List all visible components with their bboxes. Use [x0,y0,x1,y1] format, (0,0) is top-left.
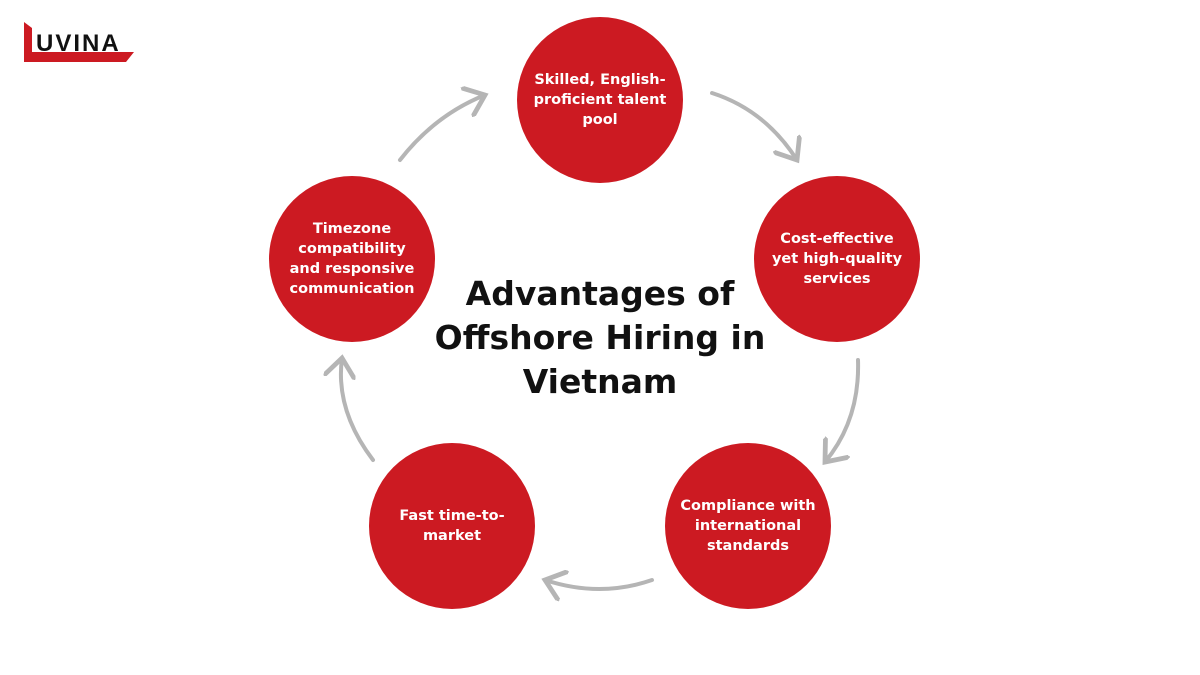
arrow-3 [825,358,861,462]
arrow-2 [710,91,797,160]
diagram-title: Advantages of Offshore Hiring in Vietnam [434,274,766,401]
luvina-logo: UVINA [22,20,138,64]
advantage-label: Skilled, English-proficient talent pool [533,72,667,128]
advantage-label: Fast time-to-market [399,508,505,544]
arrow-4 [545,580,654,589]
arrow-1 [398,95,485,162]
logo-text: UVINA [36,30,121,57]
advantage-label: Compliance with international standards [680,498,816,554]
arrow-5 [341,358,375,462]
advantage-talent-pool: Skilled, English-proficient talent pool [517,17,683,183]
advantage-time-to-market: Fast time-to-market [369,443,535,609]
advantage-compliance: Compliance with international standards [665,443,831,609]
advantage-cost-effective: Cost-effective yet high-quality services [754,176,920,342]
advantage-label: Timezone compatibility and responsive co… [289,221,415,297]
advantage-timezone: Timezone compatibility and responsive co… [269,176,435,342]
logo-l-shape [24,22,134,62]
advantage-label: Cost-effective yet high-quality services [771,231,903,287]
